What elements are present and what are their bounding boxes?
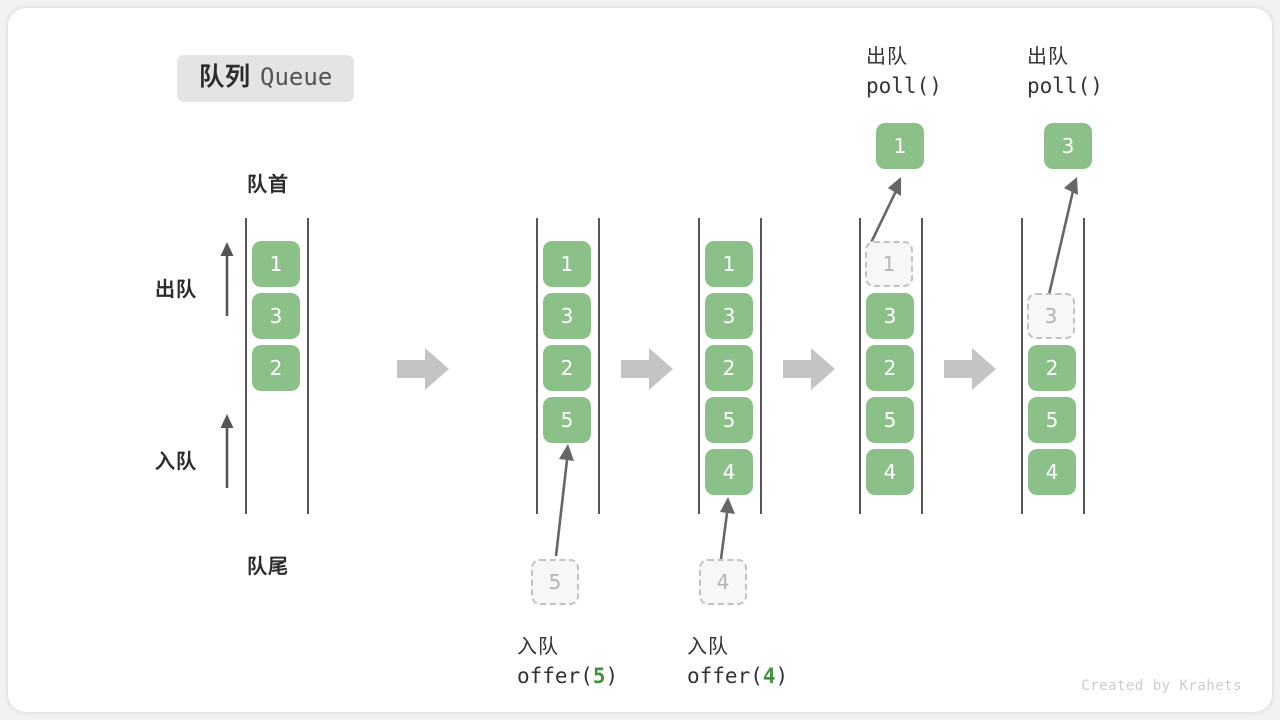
popped-item: 1: [876, 123, 924, 169]
queue-item-new: 5: [543, 397, 591, 443]
queue-item: 2: [705, 345, 753, 391]
operation-label-cn: 出队: [1027, 46, 1069, 68]
queue-rail-left: [698, 218, 700, 514]
queue-item: 3: [866, 293, 914, 339]
queue-item: 3: [543, 293, 591, 339]
dequeue-arrow-icon: [1046, 177, 1078, 300]
queue-item: 2: [1028, 345, 1076, 391]
operation-label-cn: 入队: [687, 636, 729, 658]
queue-rail-left: [245, 218, 247, 514]
code-fn-name: offer(: [687, 664, 763, 688]
step-arrow-icon: [944, 348, 996, 390]
queue-item: 3: [252, 293, 300, 339]
operation-label-code: poll(): [1027, 74, 1103, 98]
queue-head-label: 队首: [247, 174, 289, 196]
queue-item: 1: [252, 241, 300, 287]
queue-rail-right: [760, 218, 762, 514]
queue-item: 2: [866, 345, 914, 391]
watermark: Created by Krahets: [1081, 678, 1242, 694]
dequeue-arrow-icon: [866, 177, 901, 250]
queue-item: 5: [1028, 397, 1076, 443]
pending-item-ghost: 4: [699, 559, 747, 605]
enqueue-arrow-icon: [554, 444, 574, 557]
queue-item: 1: [705, 241, 753, 287]
code-paren-close: ): [605, 664, 619, 688]
title-cn: 队列: [199, 63, 252, 91]
enqueue-direction-label: 入队: [155, 451, 197, 473]
queue-rail-right: [307, 218, 309, 514]
code-argument: 4: [762, 664, 776, 688]
queue-item-new: 4: [705, 449, 753, 495]
operation-label-code: offer(5): [517, 664, 618, 688]
operation-label-cn: 出队: [866, 46, 908, 68]
pending-item-ghost: 5: [531, 559, 579, 605]
code-argument: 5: [592, 664, 606, 688]
popped-item: 3: [1044, 123, 1092, 169]
queue-rail-left: [536, 218, 538, 514]
queue-item: 5: [866, 397, 914, 443]
diagram-card: 队列 Queue 队首 队尾 出队 入队 1 3 2 1 3 2 5: [8, 8, 1272, 712]
queue-item: 2: [543, 345, 591, 391]
enqueue-direction-arrow-icon: [220, 414, 234, 488]
step-arrow-icon: [783, 348, 835, 390]
queue-rail-left: [859, 218, 861, 514]
enqueue-arrow-icon: [719, 497, 735, 560]
removed-item-ghost: 1: [865, 241, 913, 287]
queue-item: 4: [866, 449, 914, 495]
queue-tail-label: 队尾: [247, 556, 289, 578]
queue-item: 4: [1028, 449, 1076, 495]
code-fn-name: offer(: [517, 664, 593, 688]
operation-label-cn: 入队: [517, 636, 559, 658]
operation-label-code: offer(4): [687, 664, 788, 688]
queue-rail-right: [921, 218, 923, 514]
queue-item: 2: [252, 345, 300, 391]
queue-item: 5: [705, 397, 753, 443]
dequeue-direction-label: 出队: [155, 279, 197, 301]
queue-rail-right: [598, 218, 600, 514]
queue-item: 1: [543, 241, 591, 287]
dequeue-direction-arrow-icon: [220, 242, 234, 316]
queue-rail-left: [1021, 218, 1023, 514]
queue-rail-right: [1083, 218, 1085, 514]
removed-item-ghost: 3: [1027, 293, 1075, 339]
queue-item: 3: [705, 293, 753, 339]
title-badge: 队列 Queue: [177, 55, 355, 102]
title-en: Queue: [260, 63, 333, 91]
code-paren-close: ): [775, 664, 789, 688]
operation-label-code: poll(): [866, 74, 942, 98]
step-arrow-icon: [397, 348, 449, 390]
step-arrow-icon: [621, 348, 673, 390]
